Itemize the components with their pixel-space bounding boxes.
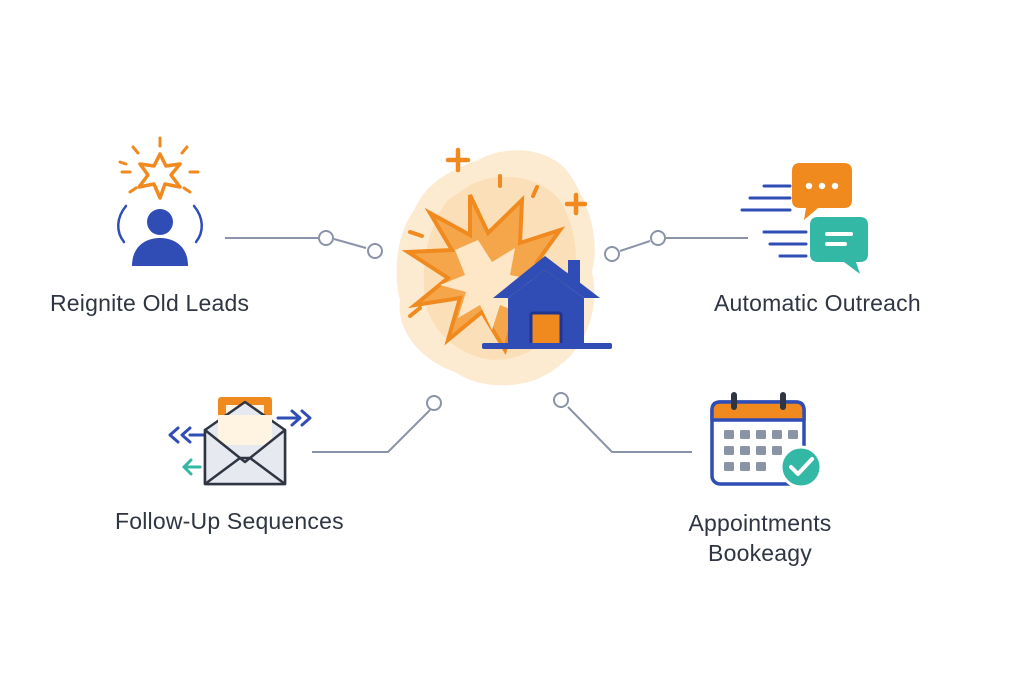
person-spark-icon [117, 136, 203, 266]
arrow-right-icon [276, 409, 312, 427]
arrow-left-teal-icon [182, 458, 202, 476]
connector-followup [312, 395, 442, 453]
label-appointments-line2: Bookeagy [708, 540, 812, 566]
connector-appointments [553, 392, 692, 453]
connector-outreach [604, 230, 748, 262]
calendar-check-icon [710, 392, 823, 489]
label-appointments: Appointments Bookeagy [660, 508, 860, 568]
label-reignite-old-leads: Reignite Old Leads [50, 290, 250, 316]
spark-lines [408, 174, 539, 318]
envelope-arrows-icon [168, 397, 312, 486]
label-follow-up-sequences: Follow-Up Sequences [115, 508, 344, 534]
arrow-left-icon [168, 426, 207, 444]
label-automatic-outreach: Automatic Outreach [714, 290, 921, 316]
house-burst-icon [396, 147, 612, 386]
connector-reignite [225, 230, 383, 259]
label-appointments-line1: Appointments [688, 510, 832, 536]
house-icon [482, 256, 612, 349]
chat-bubbles-icon [740, 163, 868, 274]
plus-marks [445, 147, 588, 216]
